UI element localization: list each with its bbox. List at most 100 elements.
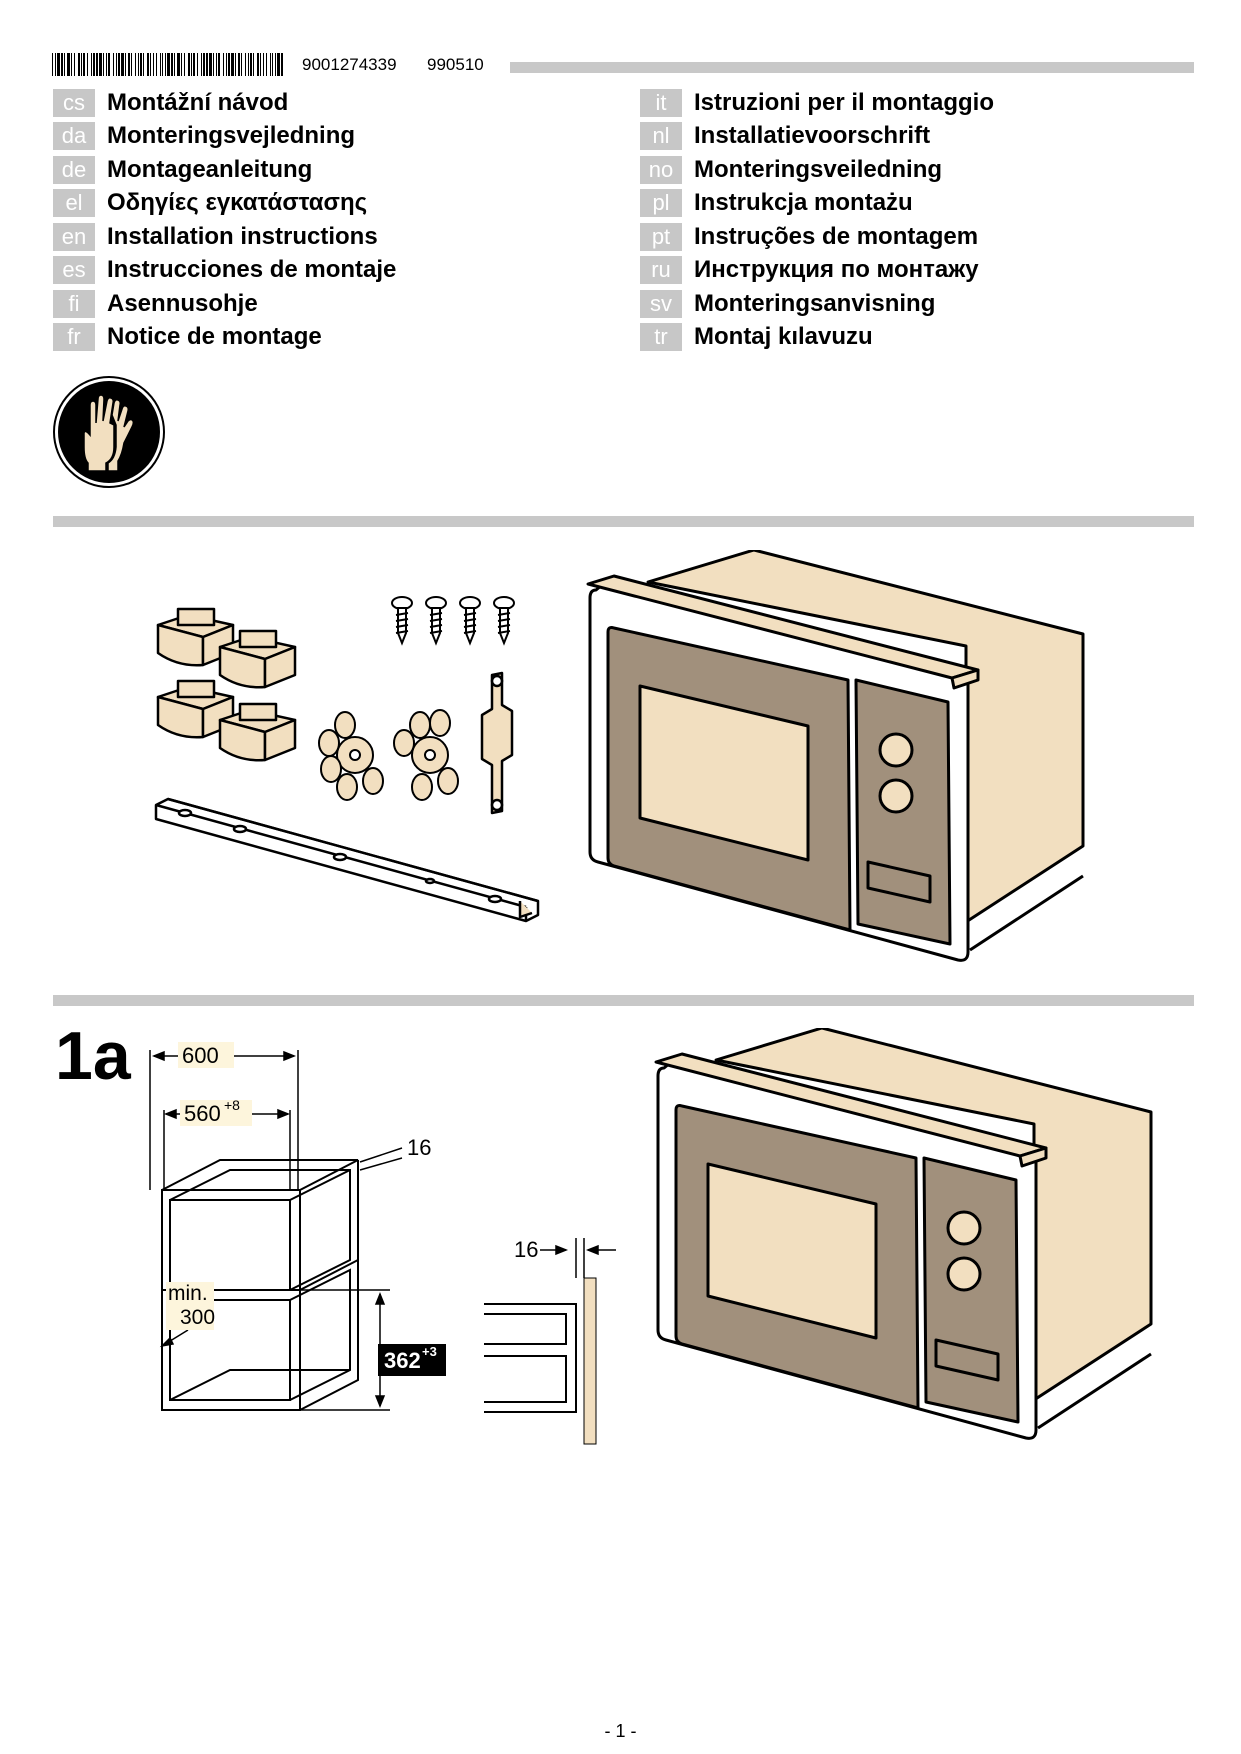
dimension-min-label: min.: [168, 1282, 208, 1305]
installed-microwave-illustration: [654, 1028, 1153, 1440]
language-code: da: [53, 122, 95, 151]
dimension-min-value: 300: [180, 1306, 215, 1329]
language-title: Montážní návod: [107, 88, 289, 116]
barcode-bar: [78, 53, 80, 76]
barcode-bar: [113, 53, 114, 76]
barcode-bar: [57, 53, 60, 76]
barcode-bar: [270, 53, 271, 76]
barcode-bar: [131, 53, 132, 76]
barcode-bar: [91, 53, 92, 76]
language-title: Instrukcja montażu: [694, 189, 913, 217]
barcode-bar: [162, 53, 163, 76]
language-title: Monteringsvejledning: [107, 122, 356, 150]
barcode-bar: [153, 53, 154, 76]
header-rule: [510, 62, 1194, 73]
built-in-microwave-illustration: [586, 550, 1085, 962]
gloves-icon: [53, 376, 165, 488]
language-row: pt Instruções de montagem: [640, 220, 994, 254]
language-code: ru: [640, 256, 682, 285]
barcode-bar: [83, 53, 85, 76]
language-row: fr Notice de montage: [53, 321, 396, 355]
language-title: Instrucciones de montaje: [107, 256, 397, 284]
barcode-bar: [156, 53, 157, 76]
language-code: en: [53, 222, 95, 251]
barcode-bar: [143, 53, 144, 76]
language-title: Notice de montage: [107, 323, 322, 351]
language-row: da Monteringsvejledning: [53, 120, 396, 154]
barcode-bar: [197, 53, 198, 76]
shelf-profile: [484, 1303, 577, 1413]
barcode-bar: [106, 53, 107, 76]
barcode-bar: [223, 53, 224, 76]
barcode-bar: [165, 53, 166, 76]
barcode-bar: [250, 53, 252, 76]
language-title: Instruções de montagem: [694, 222, 979, 250]
language-title: Asennusohje: [107, 289, 258, 317]
side-section-detail: 16: [484, 1237, 616, 1445]
barcode-bar: [128, 53, 130, 76]
barcode-bar: [64, 53, 65, 76]
barcode-bar: [218, 53, 220, 76]
cabinet-dimensions-diagram: 600 560 +8 16 min. 300 362 +3: [149, 1042, 446, 1411]
dimension-outer-width: 600: [182, 1043, 219, 1068]
barcode-bar: [74, 53, 75, 76]
language-row: es Instrucciones de montaje: [53, 254, 396, 288]
language-title: Montaj kılavuzu: [694, 323, 873, 351]
barcode-bar: [61, 53, 63, 76]
barcode-bar: [93, 53, 95, 76]
barcode-bar: [216, 53, 217, 76]
language-code: it: [640, 88, 682, 117]
barcode-bar: [55, 53, 56, 76]
barcode-bar: [226, 53, 227, 76]
barcode-bar: [147, 53, 149, 76]
barcode-bar: [181, 53, 182, 76]
language-row: it Istruzioni per il montaggio: [640, 86, 994, 120]
mounting-bracket: [480, 671, 514, 815]
barcode-bar: [191, 53, 192, 76]
language-code: pt: [640, 222, 682, 251]
dimension-side-thickness: 16: [514, 1237, 538, 1262]
barcode-bar: [231, 53, 234, 76]
barcode-bar: [67, 53, 70, 76]
language-title: Installatievoorschrift: [694, 122, 931, 150]
barcode-bar: [277, 53, 280, 76]
barcode-bar: [121, 53, 124, 76]
language-code: sv: [640, 289, 682, 318]
language-code: fr: [53, 323, 95, 352]
barcode-bar: [118, 53, 120, 76]
barcode-bar: [177, 53, 180, 76]
spacer-blocks: [156, 607, 297, 762]
language-title: Οδηγίες εγκατάστασης: [107, 189, 368, 217]
barcode-bar: [266, 53, 267, 76]
barcode-bar: [125, 53, 126, 76]
barcode-bar: [87, 53, 88, 76]
barcode-bar: [138, 53, 139, 76]
dimension-label-background: [178, 1042, 234, 1068]
language-row: pl Instrukcja montażu: [640, 187, 994, 221]
barcode-bar: [235, 53, 236, 76]
language-code: de: [53, 155, 95, 184]
language-code: pl: [640, 189, 682, 218]
date-code: 990510: [427, 55, 484, 74]
barcode-bar: [193, 53, 195, 76]
language-title: Istruzioni per il montaggio: [694, 88, 994, 116]
barcode-bar: [238, 53, 240, 76]
barcode-bar: [160, 53, 161, 76]
barcode-bar: [228, 53, 230, 76]
language-code: es: [53, 256, 95, 285]
dimension-panel-thickness: 16: [407, 1135, 431, 1160]
step-label: 1a: [55, 1018, 131, 1094]
barcode-bar: [96, 53, 98, 76]
barcode-bar: [81, 53, 82, 76]
barcode-bar: [52, 53, 53, 76]
dimension-inner-width-tolerance: +8: [224, 1097, 240, 1113]
